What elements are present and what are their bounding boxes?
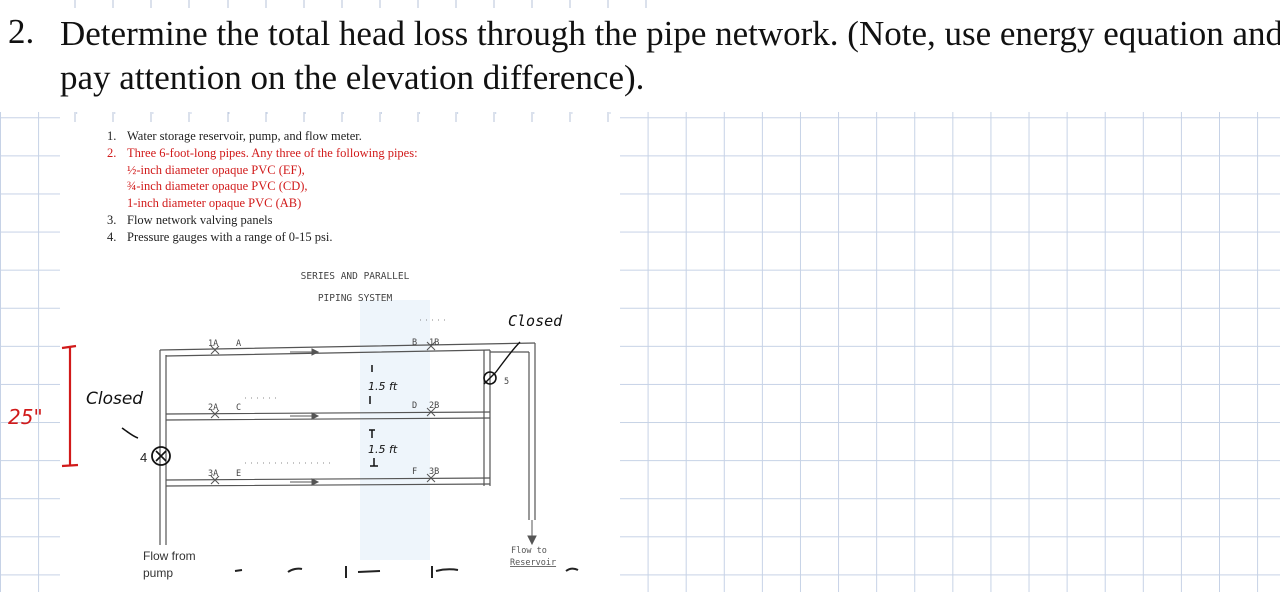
label-c: C <box>236 403 241 413</box>
label-b: B <box>412 338 417 348</box>
label-a: A <box>236 339 241 349</box>
list-item-text: Pressure gauges with a range of 0-15 psi… <box>127 229 333 244</box>
cropped-fragments <box>234 566 579 578</box>
question-line-2: pay attention on the elevation differenc… <box>60 58 645 97</box>
ruler-ticks <box>74 0 647 122</box>
question-line-1: Determine the total head loss through th… <box>60 14 1280 53</box>
list-item-text: ½-inch diameter opaque PVC (EF), <box>127 162 305 177</box>
pipe-network <box>159 342 536 545</box>
pipe-cd <box>165 411 491 421</box>
diagram-title-line2: PIPING SYSTEM <box>318 293 393 304</box>
closed-pointer <box>121 427 139 439</box>
question-text: Determine the total head loss through th… <box>60 12 1280 100</box>
list-item-number: 2. <box>107 145 117 160</box>
point-labels: 1A A B 1B 2A C D 2B 3A E F 3B 5 <box>208 338 509 479</box>
question-block: 2. Determine the total head loss through… <box>0 0 1280 112</box>
list-item-text: Flow network valving panels <box>127 212 273 227</box>
list-item-number: 1. <box>107 129 117 143</box>
label-valve-5: 5 <box>504 377 509 387</box>
dotted-guides <box>245 319 445 464</box>
pipe-ef <box>165 477 491 487</box>
outer-return <box>528 343 536 520</box>
dimension-lower: 1.5 ft <box>368 443 398 456</box>
list-item-number: 4. <box>107 229 117 244</box>
diagram-title-line1: SERIES AND PARALLEL <box>301 271 410 282</box>
label-f: F <box>412 467 417 477</box>
label-1b: 1B <box>429 338 439 348</box>
label-2b: 2B <box>429 401 439 411</box>
list-item-text: Three 6-foot-long pipes. Any three of th… <box>127 145 418 160</box>
label-d: D <box>412 401 417 411</box>
label-3a: 3A <box>208 469 218 479</box>
dimension-marks <box>369 365 378 467</box>
dimension-upper: 1.5 ft <box>368 380 398 393</box>
reservoir-label: Reservoir <box>510 558 556 568</box>
valve-5-icon <box>483 341 521 385</box>
list-item-text: ¾-inch diameter opaque PVC (CD), <box>127 179 308 194</box>
question-number: 2. <box>8 12 35 51</box>
list-item-text: Water storage reservoir, pump, and flow … <box>127 129 362 143</box>
annotation-closed-left: Closed <box>86 389 143 409</box>
annotation-closed-top: Closed <box>508 312 563 330</box>
list-item-number: 3. <box>107 212 117 227</box>
valve-markers <box>210 341 436 485</box>
list-item-text: 1-inch diameter opaque PVC (AB) <box>127 196 302 211</box>
pipe-ab <box>159 342 536 357</box>
valve-4-icon <box>151 446 171 466</box>
label-2a: 2A <box>208 403 218 413</box>
flow-to-label: Flow to <box>511 546 547 556</box>
label-e: E <box>236 469 241 479</box>
elevation-bracket <box>61 344 79 468</box>
flow-arrows <box>290 348 537 546</box>
label-1a: 1A <box>208 339 218 349</box>
pump-label: pump <box>143 566 173 580</box>
label-3b: 3B <box>429 467 439 477</box>
label-valve-4: 4 <box>140 450 147 465</box>
elevation-label: 25" <box>8 405 43 429</box>
flow-from-label: Flow from <box>143 549 196 563</box>
